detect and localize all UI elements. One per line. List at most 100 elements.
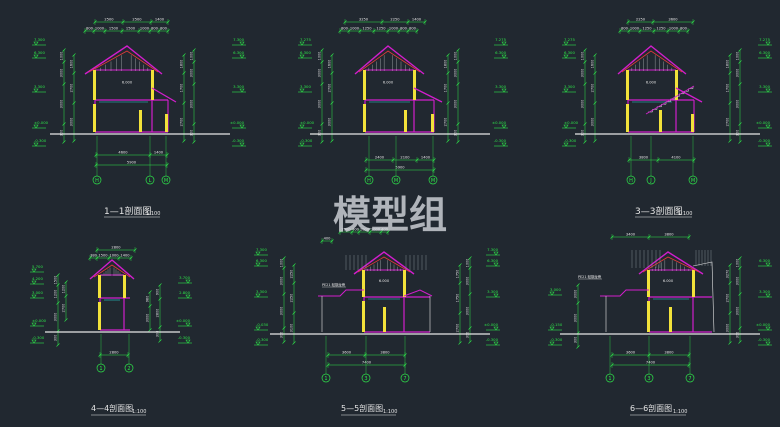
level-right-3-text: -0.300 xyxy=(758,337,771,342)
right-vdim2-value: 2700 xyxy=(180,118,184,127)
left-vdim-tick xyxy=(576,301,580,305)
right-vdim2-tick xyxy=(182,71,186,75)
axis-bubble-1-circle xyxy=(361,373,371,383)
right-vdim2-value: 980 xyxy=(146,296,150,302)
left-vdim-tick xyxy=(56,283,60,287)
column-upper-left xyxy=(647,270,650,297)
level-left-0-text: 5.700 xyxy=(32,264,43,269)
right-vdim-tick xyxy=(456,82,460,86)
right-vdim-tick xyxy=(468,292,472,296)
level-right-3-triangle xyxy=(765,124,771,129)
level-left-2-triangle xyxy=(299,88,305,93)
bottom-dim-value: 3600 xyxy=(626,351,636,355)
right-vdim-value: 3000 xyxy=(466,277,470,286)
roof-inner xyxy=(357,256,411,273)
top-dim-value: 2500 xyxy=(132,18,142,22)
left-vdim-tick xyxy=(62,82,66,86)
top-dim2-value: 800 xyxy=(400,27,408,31)
left-vdim-tick xyxy=(56,301,60,305)
left-vdim-tick xyxy=(62,48,66,52)
right-vdim-tick xyxy=(158,297,162,301)
bottom-total-value: 7400 xyxy=(646,361,656,365)
right-vdim-tick xyxy=(738,326,742,330)
axis-bubble-0-label: H xyxy=(367,178,371,184)
bottom-dim-value: 2100 xyxy=(400,156,410,160)
top-dim-value: 3800 xyxy=(664,233,674,237)
left-vdim2-value: 2700 xyxy=(62,304,66,313)
left-vdim-tick xyxy=(62,140,66,144)
left-vdim2-value: 3000 xyxy=(70,118,74,127)
roof-gable xyxy=(354,45,425,75)
left-vdim-value: 1500 xyxy=(54,276,58,285)
section-6-title: 6—6剖面图 xyxy=(630,403,672,413)
right-vdim-value: 300 xyxy=(736,130,740,136)
right-vdim2-value: 3000 xyxy=(726,324,730,333)
left-vdim-value: 3000 xyxy=(581,69,585,78)
level-right-4-text: -0.300 xyxy=(758,138,771,143)
axis-bubble-1-circle xyxy=(391,175,401,185)
level-left-1-triangle xyxy=(31,280,37,285)
left-vdim-value: 1200 xyxy=(54,290,58,299)
level-left-4-triangle xyxy=(255,341,261,346)
left-vdim2-value: 1600 xyxy=(591,60,595,69)
right-vdim-value: 2800 xyxy=(156,309,160,318)
right-vdim-tick xyxy=(738,60,742,64)
top-dim2-value: 800 xyxy=(341,27,349,31)
left-vdim-value: 300 xyxy=(574,337,578,343)
right-vdim-tick xyxy=(158,339,162,343)
axis-bubble-1-label: L xyxy=(149,178,152,184)
left-vdim2-tick xyxy=(593,139,597,143)
column-lower-left xyxy=(363,104,366,132)
left-vdim2-tick xyxy=(330,139,334,143)
level-left-3-triangle xyxy=(299,124,305,129)
column-lower-mid xyxy=(669,307,672,332)
column-lower-left xyxy=(362,301,365,332)
left-vdim2-tick xyxy=(292,311,296,315)
right-vdim2-value: 2700 xyxy=(726,118,730,127)
level-right-3-text: ±0.000 xyxy=(230,120,245,125)
right-vdim-value: 3000 xyxy=(736,277,740,286)
left-vdim2-value: 2250 xyxy=(290,294,294,303)
left-vdim2-tick xyxy=(292,281,296,285)
roof-gable xyxy=(353,251,415,275)
axis-bubble-0-circle xyxy=(364,175,374,185)
right-vdim-value: 3000 xyxy=(190,69,194,78)
left-vdim-tick xyxy=(583,82,587,86)
bottom-dim-value: 3800 xyxy=(664,351,674,355)
top-dim2-value: 1000 xyxy=(95,27,105,31)
right-vdim2-tick xyxy=(182,53,186,57)
level-right-1-text: 6.300 xyxy=(487,258,498,263)
right-vdim-tick xyxy=(456,140,460,144)
left-vdim2-tick xyxy=(593,101,597,105)
level-left-4-triangle xyxy=(33,142,39,147)
axis-bubble-0-label: 1 xyxy=(608,376,611,382)
room-label-upper: 6.000 xyxy=(122,81,133,85)
column-annex xyxy=(165,114,168,132)
top-dim2-value: 380 xyxy=(90,254,98,258)
level-left-2-text: -0.300 xyxy=(550,337,563,342)
top-dim2-value: 800 xyxy=(621,27,629,31)
left-vdim-tick xyxy=(576,345,580,349)
left-vdim2-tick xyxy=(292,341,296,345)
right-vdim-value: 1000 xyxy=(454,52,458,61)
level-right-1-text: 6.300 xyxy=(495,50,506,55)
level-left-4-text: -0.300 xyxy=(34,138,47,143)
roof-gable xyxy=(84,45,163,75)
axis-bubble-2-label: M xyxy=(431,178,435,184)
right-vdim2-tick xyxy=(446,139,450,143)
bottom-dim-value: 1400 xyxy=(154,151,164,155)
level-left-2-triangle xyxy=(549,341,555,346)
axis-bubble-2-label: M xyxy=(691,178,695,184)
left-vdim2-value: 1600 xyxy=(328,60,332,69)
right-vdim-tick xyxy=(456,48,460,52)
bottom-dim-value: 3800 xyxy=(380,351,390,355)
right-vdim2-tick xyxy=(728,71,732,75)
left-vdim-tick xyxy=(56,343,60,347)
axis-bubble-0-circle xyxy=(96,363,106,373)
top-dim2-value: 1400 xyxy=(120,254,130,258)
top-dim2-value: 1500 xyxy=(109,27,119,31)
wing-left-roof xyxy=(600,289,649,297)
level-right-0-triangle xyxy=(185,279,191,284)
